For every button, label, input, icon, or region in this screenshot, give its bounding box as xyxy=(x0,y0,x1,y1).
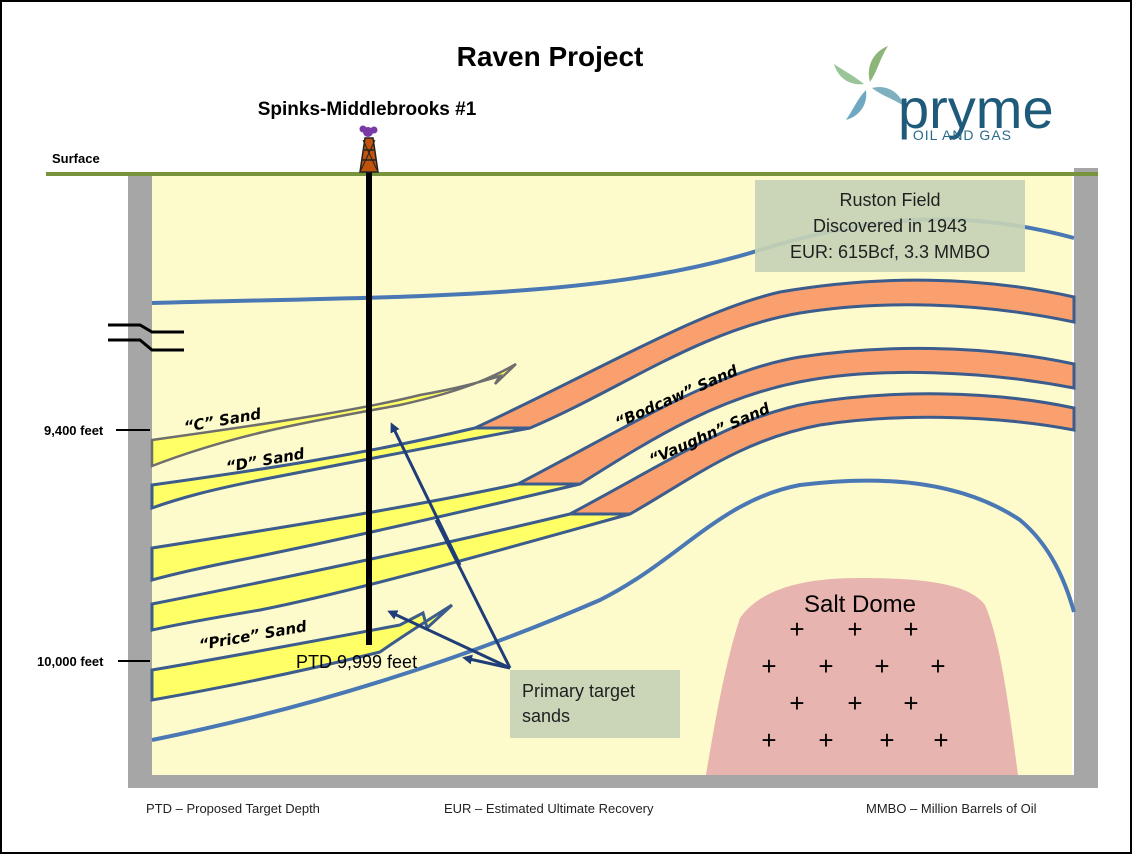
fault-symbol xyxy=(108,323,184,352)
svg-text:+: + xyxy=(903,688,918,718)
svg-text:+: + xyxy=(933,725,948,755)
svg-text:+: + xyxy=(930,651,945,681)
salt-plus-signs: + + + + + + + + + + + + + + xyxy=(761,614,948,755)
svg-text:+: + xyxy=(903,614,918,644)
primary-target-box xyxy=(510,670,680,738)
target-arrow-upper xyxy=(390,422,462,566)
footer-ptd: PTD – Proposed Target Depth xyxy=(146,801,320,816)
bottom-floor xyxy=(128,775,1098,788)
lower-horizon-line xyxy=(151,478,1076,742)
derrick-icon xyxy=(359,125,379,173)
target-arrow-lower xyxy=(387,610,511,670)
logo-wordmark: pryme xyxy=(898,77,1054,140)
svg-text:+: + xyxy=(818,725,833,755)
svg-text:+: + xyxy=(789,614,804,644)
footer-eur: EUR – Estimated Ultimate Recovery xyxy=(444,801,654,816)
depth-label-9400: 9,400 feet xyxy=(44,423,104,438)
ruston-line-2: Discovered in 1943 xyxy=(813,216,967,236)
svg-text:+: + xyxy=(789,688,804,718)
target-arrow-mid xyxy=(462,654,511,670)
vaughn-sand xyxy=(569,392,1076,516)
salt-dome-label: Salt Dome xyxy=(804,591,916,618)
footer-mmbo: MMBO – Million Barrels of Oil xyxy=(866,801,1037,816)
ruston-line-1: Ruston Field xyxy=(839,190,940,210)
left-wall xyxy=(128,175,152,787)
bodcaw-sand-upper xyxy=(474,278,1076,430)
depth-label-10000: 10,000 feet xyxy=(37,654,104,669)
svg-text:+: + xyxy=(847,614,862,644)
ptd-label: PTD 9,999 feet xyxy=(296,652,417,672)
svg-text:+: + xyxy=(761,651,776,681)
d-sand xyxy=(150,426,531,511)
target-arrow-line xyxy=(434,519,512,669)
pryme-logo: pryme OIL AND GAS xyxy=(834,46,1054,143)
logo-subtitle: OIL AND GAS xyxy=(913,127,1012,143)
middle-sand-2 xyxy=(150,512,631,632)
svg-text:+: + xyxy=(761,725,776,755)
ruston-line-3: EUR: 615Bcf, 3.3 MMBO xyxy=(790,242,990,262)
c-sand xyxy=(150,362,517,468)
surface-label: Surface xyxy=(52,151,100,166)
pinwheel-icon xyxy=(834,46,904,120)
right-wall xyxy=(1074,168,1098,787)
salt-dome-shape xyxy=(706,578,1018,775)
svg-text:+: + xyxy=(874,651,889,681)
ruston-field-box xyxy=(755,180,1025,272)
svg-text:+: + xyxy=(818,651,833,681)
page-title: Raven Project xyxy=(457,41,644,72)
svg-text:+: + xyxy=(847,688,862,718)
target-line-1: Primary target xyxy=(522,681,635,701)
svg-text:+: + xyxy=(879,725,894,755)
target-line-2: sands xyxy=(522,706,570,726)
well-name: Spinks-Middlebrooks #1 xyxy=(258,99,477,120)
bodcaw-sand-lower xyxy=(517,346,1076,486)
